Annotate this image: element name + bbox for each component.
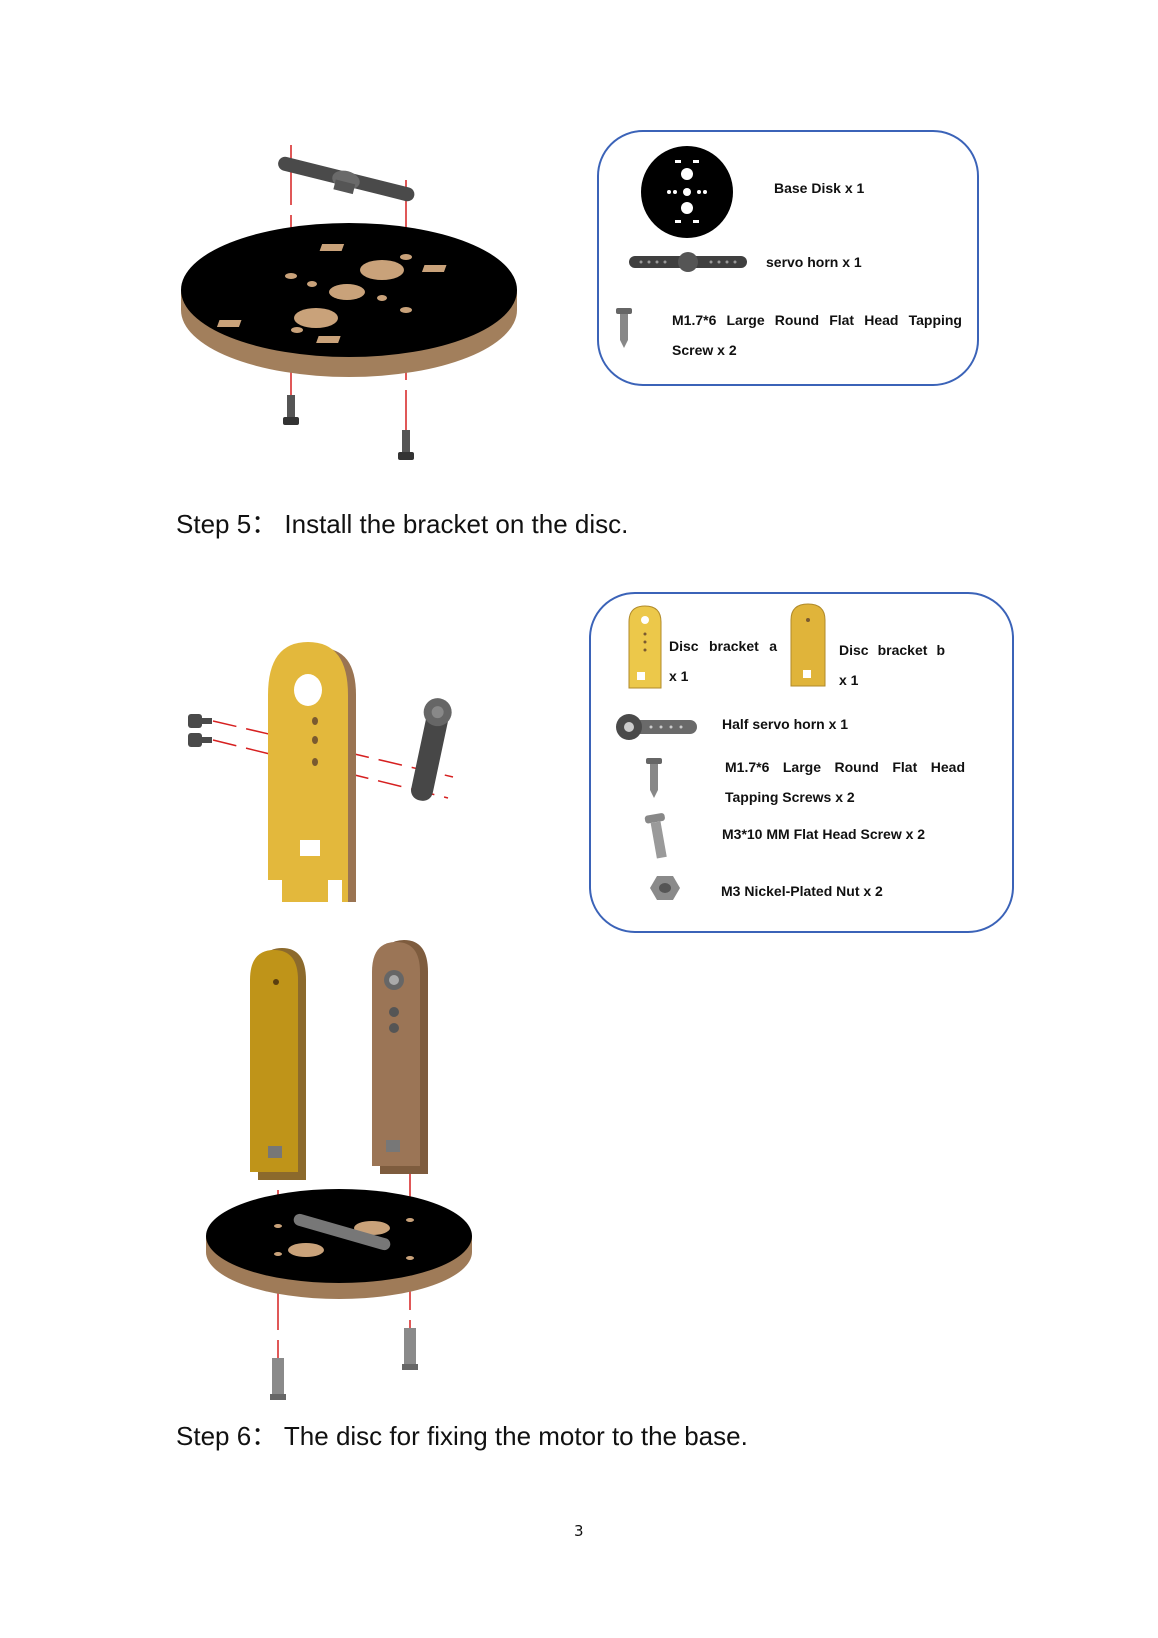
tapping-screw-label-line2: Screw x 2: [672, 342, 737, 358]
half-servo-horn-label: Half servo horn x 1: [722, 716, 849, 732]
disc-bracket-b-label-line1: Disc bracket b: [839, 642, 945, 658]
disc-bracket-a-icon: [628, 605, 662, 689]
flat-head-screw-label: M3*10 MM Flat Head Screw x 2: [722, 826, 926, 842]
brackets-on-disc-illustration: [206, 940, 472, 1400]
tapping-screws-label-line2: Tapping Screws x 2: [725, 789, 855, 805]
nickel-plated-nut-label: M3 Nickel-Plated Nut x 2: [721, 883, 883, 899]
tapping-screw-label-line1: M1.7*6 Large Round Flat Head Tapping: [672, 312, 962, 328]
flat-head-screw-icon: [644, 813, 667, 859]
tapping-screws-label-line1: M1.7*6 Large Round Flat Head: [725, 759, 965, 775]
half-servo-horn-icon: [616, 714, 697, 740]
disc-bracket-b-icon: [790, 603, 826, 687]
disc-bracket-a-label-line2: x 1: [669, 668, 689, 684]
step-5-title: Step 5： Install the bracket on the disc.: [176, 509, 629, 539]
nickel-plated-nut-icon: [650, 876, 680, 900]
base-disc-assembly-illustration: [181, 145, 517, 460]
parts-list-box-2: Disc bracket a x 1 Disc bracket b x 1 Ha…: [589, 592, 1014, 933]
parts-list-box-1: Base Disk x 1 servo horn x 1 M1.7*6 Larg…: [597, 130, 979, 386]
tapping-screws-icon: [646, 758, 662, 798]
disc-bracket-a-label-line1: Disc bracket a: [669, 638, 777, 654]
bracket-assembly-illustration: [188, 642, 454, 902]
base-disk-icon: [641, 146, 733, 238]
tapping-screw-icon: [616, 308, 632, 348]
base-disk-label: Base Disk x 1: [774, 180, 865, 196]
servo-horn-icon: [629, 252, 747, 272]
disc-bracket-b-label-line2: x 1: [839, 672, 859, 688]
page-number: 3: [574, 1522, 584, 1540]
step-6-title: Step 6： The disc for fixing the motor to…: [176, 1421, 748, 1451]
servo-horn-label: servo horn x 1: [766, 254, 862, 270]
